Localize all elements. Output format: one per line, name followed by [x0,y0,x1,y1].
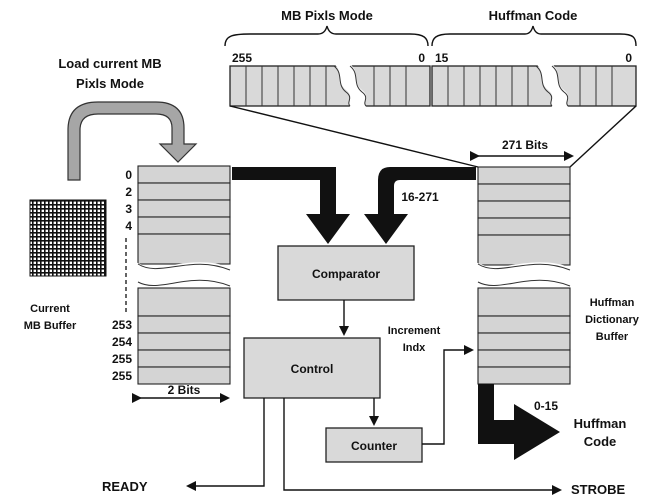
mb-buffer-top-rows [138,166,230,264]
load-label-line2: Pixls Mode [76,76,144,91]
current-mb-line2: MB Buffer [24,320,77,332]
mb-range-left: 255 [232,51,252,65]
row-label-2: 2 [125,185,132,199]
mb-buffer-bottom-rows [138,288,230,384]
current-mb-line1: Current [30,303,70,315]
ready-signal-arrow [188,398,264,486]
dict-bottom-rows [478,288,570,384]
increment-line2: Indx [403,342,426,354]
range-0-15: 0-15 [534,399,558,413]
counter-label: Counter [351,439,397,453]
load-section: Load current MB Pixls Mode [58,56,196,180]
mode-brace [225,26,428,46]
dict-top-rows [478,167,570,265]
mb-to-comparator-arrow [232,167,350,244]
mb-pixls-register [230,66,430,106]
row-label-253: 253 [112,318,132,332]
comparator-label: Comparator [312,267,380,281]
increment-index-arrow [422,350,472,444]
row-label-254: 254 [112,335,132,349]
mb-pixel-grid-icon [30,200,106,276]
row-label-0: 0 [125,168,132,182]
mb-row-labels: 0 2 3 4 253 254 255 255 [112,168,132,383]
load-label-line1: Load current MB [58,56,161,71]
register-fan-right [570,106,636,167]
dict-label-line2: Dictionary [585,314,640,326]
huffman-code-header-label: Huffman Code [489,8,578,23]
bits-271-label: 271 Bits [502,138,548,152]
code-range-right: 0 [625,51,632,65]
dict-label-line3: Buffer [596,331,629,343]
row-label-255b: 255 [112,369,132,383]
ready-label: READY [102,479,148,494]
huffman-code-register [432,66,636,106]
two-bits-label: 2 Bits [168,383,201,397]
code-range-left: 15 [435,51,449,65]
huffman-output-line2: Code [584,434,617,449]
strobe-label: STROBE [571,482,626,497]
control-label: Control [291,362,334,376]
increment-line1: Increment [388,325,441,337]
huffman-output-line1: Huffman [574,416,627,431]
top-register: MB Pixls Mode Huffman Code 255 0 15 0 [225,8,636,167]
huffman-output-arrow [478,384,560,460]
row-label-255a: 255 [112,352,132,366]
code-brace [432,26,636,46]
row-label-4: 4 [125,219,132,233]
range-16-271: 16-271 [401,190,439,204]
dict-label-line1: Huffman [590,297,635,309]
row-label-3: 3 [125,202,132,216]
mb-range-right: 0 [418,51,425,65]
dict-to-comparator-arrow [364,167,476,244]
mb-pixls-mode-label: MB Pixls Mode [281,8,373,23]
register-fan-left [230,106,478,167]
